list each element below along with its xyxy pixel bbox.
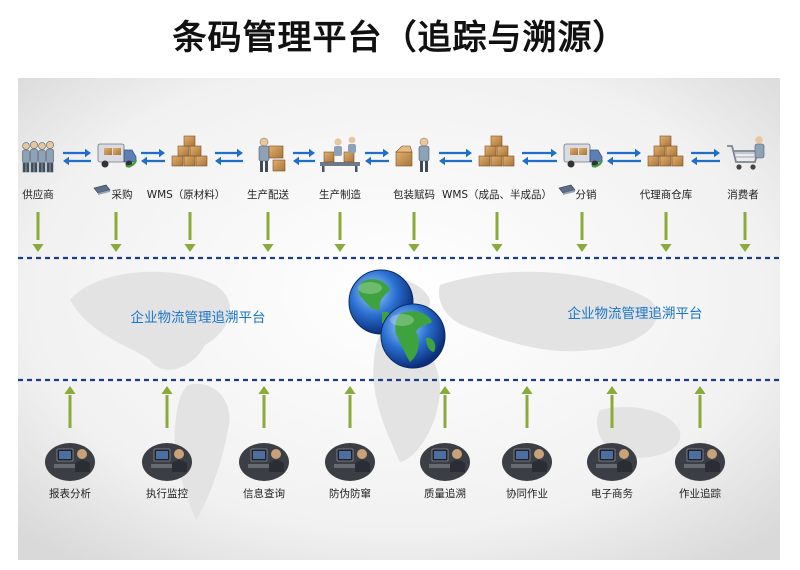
bidirectional-flow-arrow xyxy=(439,148,472,166)
tool-label-information-query: 信息查询 xyxy=(243,487,285,500)
boxes-stack-icon xyxy=(478,135,515,167)
tool-label-e-commerce: 电子商务 xyxy=(591,487,633,500)
node-label-procurement: 采购 xyxy=(112,188,133,201)
down-arrow xyxy=(491,212,503,252)
flow-arrows xyxy=(63,148,720,166)
node-label-consumer: 消费者 xyxy=(727,188,759,201)
shopping-cart-icon xyxy=(727,136,765,170)
node-label-wms-finished: WMS（成品、半成品） xyxy=(442,188,552,201)
truck-icon xyxy=(563,143,603,168)
computer-operator-icon xyxy=(502,443,552,481)
workers-group-icon xyxy=(22,141,54,173)
laptop-icon xyxy=(558,184,576,195)
up-arrows xyxy=(64,386,706,428)
down-arrow xyxy=(110,212,122,252)
node-label-wms-raw: WMS（原材料） xyxy=(147,188,226,201)
up-arrow xyxy=(258,386,270,428)
globe-icon xyxy=(380,303,446,369)
computer-operator-icon xyxy=(675,443,725,481)
node-label-packaging: 包装赋码 xyxy=(393,188,435,201)
up-arrow xyxy=(694,386,706,428)
bidirectional-flow-arrow xyxy=(365,148,389,166)
down-arrow xyxy=(660,212,672,252)
node-label-production-delivery: 生产配送 xyxy=(247,188,289,201)
down-arrow xyxy=(32,212,44,252)
computer-operator-icon xyxy=(420,443,470,481)
bidirectional-flow-arrow xyxy=(522,148,557,166)
down-arrow xyxy=(408,212,420,252)
platform-label-right: 企业物流管理追溯平台 xyxy=(568,305,703,322)
page-title: 条码管理平台（追踪与溯源） xyxy=(172,18,628,58)
tool-label-job-tracking: 作业追踪 xyxy=(679,487,721,500)
up-arrow xyxy=(439,386,451,428)
node-label-manufacturing: 生产制造 xyxy=(319,188,361,201)
platform-label-left: 企业物流管理追溯平台 xyxy=(131,309,266,326)
bidirectional-flow-arrow xyxy=(293,148,315,166)
up-arrow xyxy=(64,386,76,428)
down-arrow xyxy=(262,212,274,252)
worker-packing-icon xyxy=(395,137,430,172)
up-arrow xyxy=(161,386,173,428)
up-arrow xyxy=(521,386,533,428)
down-arrow xyxy=(334,212,346,252)
bidirectional-flow-arrow xyxy=(141,148,165,166)
computer-operator-icon xyxy=(325,443,375,481)
tool-label-execution-monitoring: 执行监控 xyxy=(146,487,188,500)
down-arrow xyxy=(576,212,588,252)
up-arrow xyxy=(344,386,356,428)
bidirectional-flow-arrow xyxy=(691,148,720,166)
boxes-stack-icon xyxy=(171,135,208,167)
truck-icon xyxy=(97,143,137,168)
assembly-line-icon xyxy=(320,136,360,172)
tool-label-report-analysis: 报表分析 xyxy=(49,487,91,500)
down-arrow xyxy=(184,212,196,252)
tool-label-anti-counterfeit: 防伪防窜 xyxy=(329,487,371,500)
node-label-supplier: 供应商 xyxy=(22,188,54,201)
tools-group: 报表分析 执行监控 信息查询 防伪防窜 xyxy=(45,443,725,500)
computer-operator-icon xyxy=(45,443,95,481)
node-label-agent-warehouse: 代理商仓库 xyxy=(640,188,693,201)
bidirectional-flow-arrow xyxy=(215,148,243,166)
laptop-icon xyxy=(93,184,111,195)
bidirectional-flow-arrow xyxy=(63,148,91,166)
computer-operator-icon xyxy=(587,443,637,481)
worker-carrying-box-icon xyxy=(258,137,286,172)
down-arrow xyxy=(739,212,751,252)
boxes-stack-icon xyxy=(647,135,684,167)
tool-label-collaborative-work: 协同作业 xyxy=(506,487,548,500)
down-arrows xyxy=(32,212,751,252)
tool-label-quality-traceability: 质量追溯 xyxy=(424,487,466,500)
computer-operator-icon xyxy=(239,443,289,481)
node-label-distribution: 分销 xyxy=(576,188,597,201)
up-arrow xyxy=(606,386,618,428)
bidirectional-flow-arrow xyxy=(607,148,641,166)
computer-operator-icon xyxy=(142,443,192,481)
supply-chain-nodes: 供应商 采购 WMS（原材料） xyxy=(22,135,765,201)
